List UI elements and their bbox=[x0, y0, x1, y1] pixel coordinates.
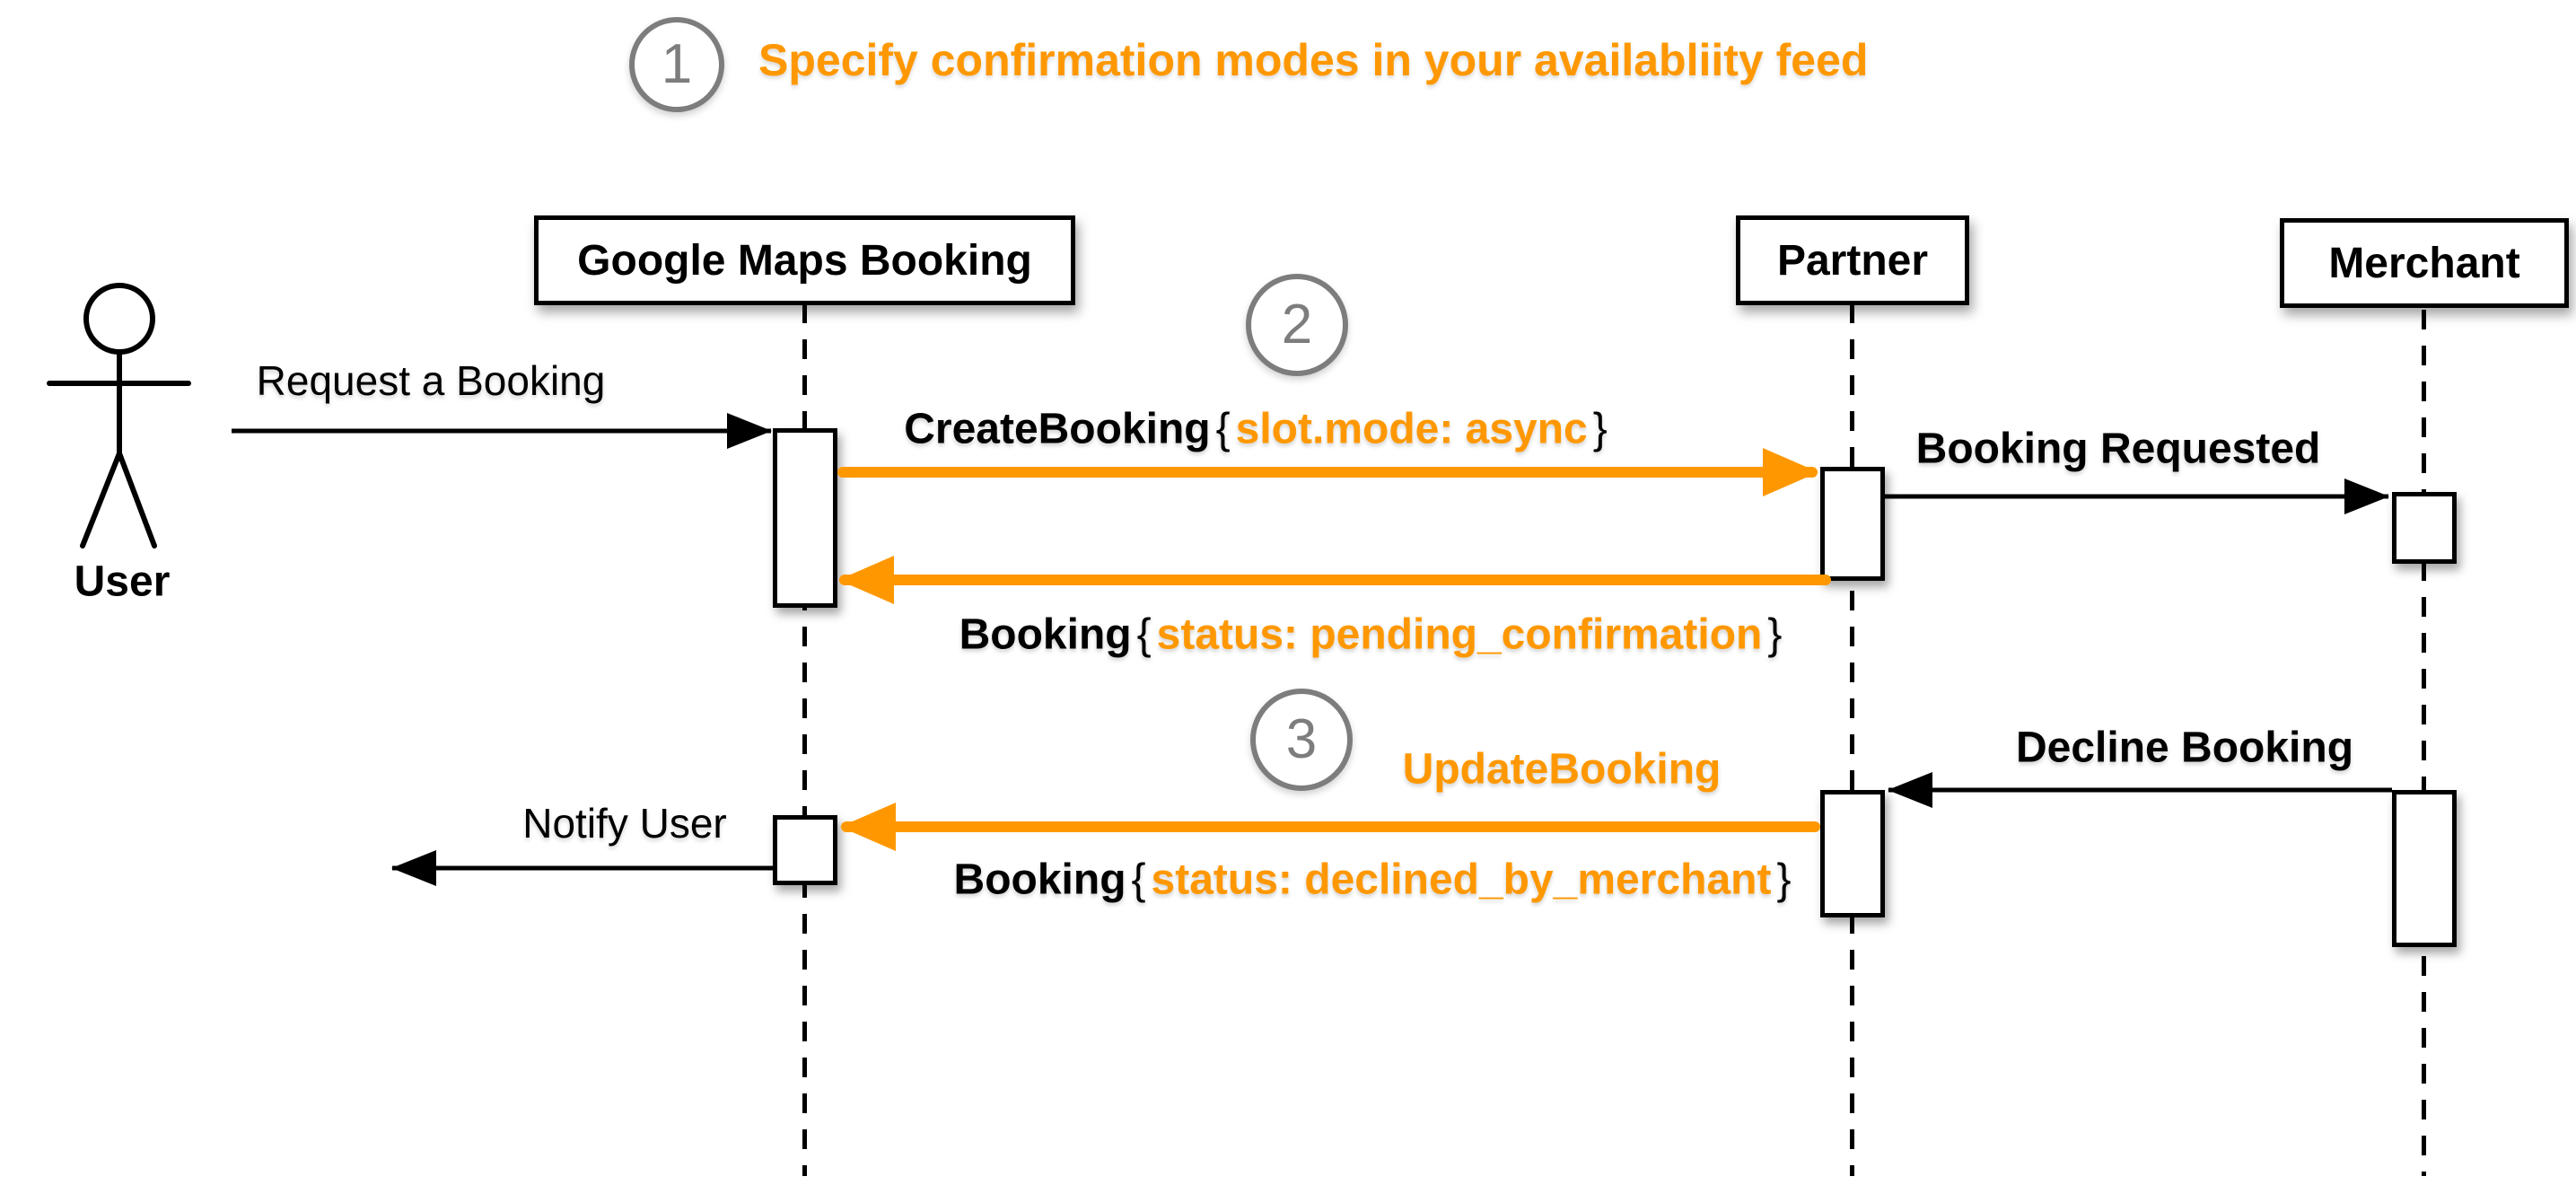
message-payload: slot.mode: async bbox=[1235, 405, 1588, 453]
actor-box-partner: Partner bbox=[1736, 215, 1969, 305]
actor-label-user: User bbox=[74, 557, 171, 606]
brace-close: } bbox=[1592, 405, 1608, 453]
step-1-number: 1 bbox=[661, 33, 693, 95]
booking-requested-label: Booking Requested bbox=[1915, 425, 2321, 473]
activation-partner-2 bbox=[1820, 790, 1885, 917]
message-name: CreateBooking bbox=[904, 405, 1211, 453]
actor-label-google: Google Maps Booking bbox=[577, 236, 1032, 285]
actor-label-merchant: Merchant bbox=[2328, 239, 2520, 287]
step-2-marker: 2 bbox=[1246, 274, 1348, 376]
brace-open: { bbox=[1215, 405, 1231, 453]
create-booking-label: CreateBooking{slot.mode: async} bbox=[904, 405, 1613, 454]
actor-box-google: Google Maps Booking bbox=[534, 215, 1075, 305]
activation-google-1 bbox=[773, 428, 837, 608]
message-payload: status: pending_confirmation bbox=[1156, 610, 1763, 659]
brace-close: } bbox=[1767, 610, 1783, 659]
brace-close: } bbox=[1776, 856, 1792, 904]
lifeline-partner bbox=[1850, 303, 1854, 1176]
message-payload: status: declined_by_merchant bbox=[1151, 856, 1772, 904]
arrowhead-right-icon bbox=[1763, 448, 1818, 496]
arrowhead-left-icon bbox=[840, 803, 896, 851]
arrow-line bbox=[841, 821, 1820, 832]
arrow-line bbox=[839, 575, 1831, 585]
brace-open: { bbox=[1136, 610, 1152, 659]
actor-label-partner: Partner bbox=[1776, 236, 1929, 285]
activation-partner-1 bbox=[1820, 467, 1885, 581]
notify-user-label: Notify User bbox=[522, 800, 727, 847]
arrowhead-left-icon bbox=[1888, 772, 1932, 808]
actor-box-merchant: Merchant bbox=[2280, 218, 2569, 308]
decline-booking-label: Decline Booking bbox=[2015, 724, 2354, 772]
arrowhead-right-icon bbox=[2344, 478, 2389, 514]
step-3-marker: 3 bbox=[1250, 689, 1353, 791]
activation-google-2 bbox=[773, 815, 837, 885]
page-title: Specify confirmation modes in your avail… bbox=[758, 35, 1869, 85]
update-booking-label: UpdateBooking bbox=[1402, 745, 1722, 794]
lifeline-merchant bbox=[2422, 310, 2426, 1176]
user-actor-icon bbox=[47, 283, 191, 549]
arrow-line bbox=[392, 865, 773, 871]
message-name: Booking bbox=[953, 856, 1126, 904]
step-2-number: 2 bbox=[1281, 294, 1313, 356]
arrowhead-right-icon bbox=[727, 413, 772, 449]
arrow-line bbox=[837, 467, 1818, 478]
booking-pending-label: Booking{status: pending_confirmation} bbox=[959, 610, 1788, 660]
step-1-marker: 1 bbox=[629, 17, 724, 112]
request-booking-label: Request a Booking bbox=[256, 357, 606, 404]
booking-declined-label: Booking{status: declined_by_merchant} bbox=[954, 856, 1797, 905]
arrow-line bbox=[1888, 787, 2392, 793]
step-3-number: 3 bbox=[1285, 708, 1318, 770]
arrowhead-left-icon bbox=[391, 850, 436, 886]
arrow-line bbox=[1885, 494, 2388, 499]
lifeline-google bbox=[802, 303, 807, 1176]
activation-merchant-2 bbox=[2392, 790, 2457, 947]
message-name: Booking bbox=[959, 610, 1132, 659]
activation-merchant-1 bbox=[2392, 492, 2457, 564]
arrowhead-left-icon bbox=[838, 556, 894, 604]
brace-open: { bbox=[1131, 856, 1146, 904]
arrow-line bbox=[232, 428, 771, 434]
